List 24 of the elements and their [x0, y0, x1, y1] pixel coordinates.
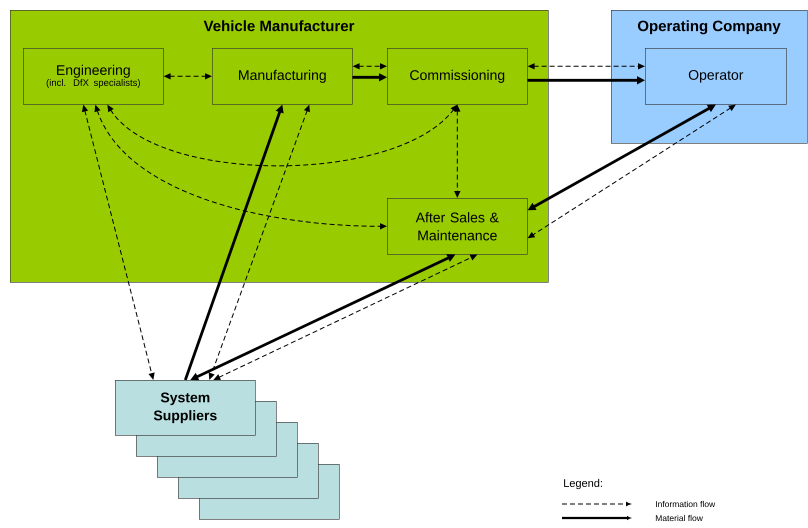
arrow [454, 104, 460, 198]
arrow [528, 104, 716, 210]
process-box: After Sales & Maintenance [387, 198, 528, 255]
process-box: Engineering (incl. DfX specialists) [23, 48, 164, 105]
process-box: System Suppliers [115, 380, 256, 436]
arrow [164, 73, 212, 80]
legend-text: Information flow [656, 500, 716, 508]
arrow [352, 73, 387, 82]
arrow [528, 104, 736, 238]
process-box: Manufacturing [212, 48, 353, 105]
arrow [190, 254, 456, 380]
legend-text: Material flow [656, 514, 703, 522]
arrow [528, 63, 645, 70]
arrow [107, 104, 458, 166]
arrow [94, 104, 387, 230]
arrow [184, 104, 284, 380]
arrow [352, 63, 387, 70]
arrow [528, 76, 645, 84]
legend-heading: Legend: [564, 478, 602, 490]
arrow [82, 104, 155, 380]
process-box: Operator [645, 48, 787, 105]
process-box: Commissioning [387, 48, 528, 105]
arrow [208, 104, 310, 380]
arrow [213, 254, 478, 380]
